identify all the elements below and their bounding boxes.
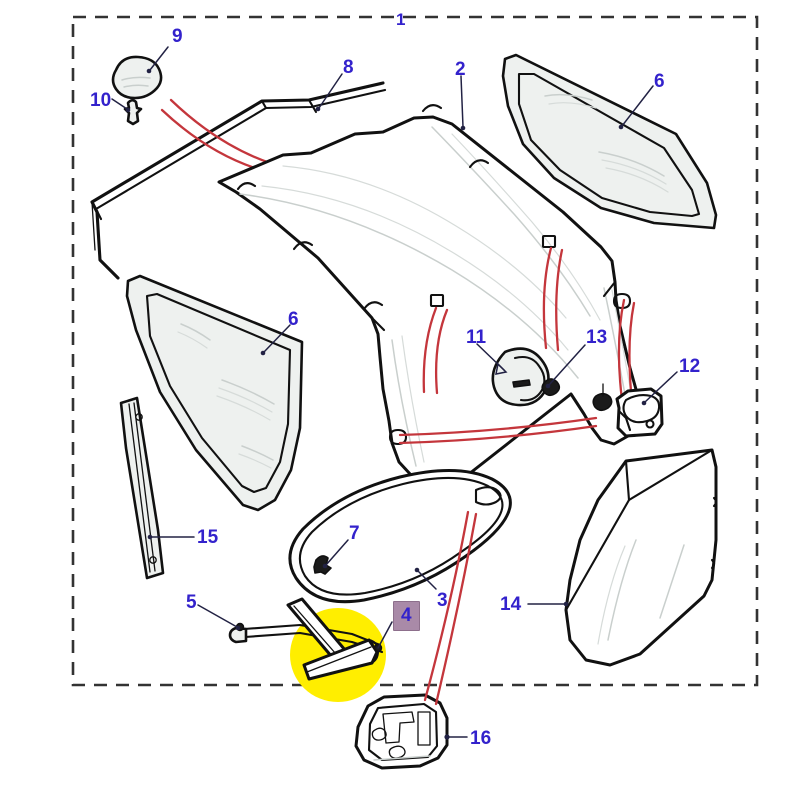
part-7-stud-fastener (313, 555, 332, 575)
part-10-push-in-clip (123, 98, 143, 126)
callout-label-1[interactable]: 1 (396, 10, 406, 29)
callout-label-6[interactable]: 6 (654, 71, 665, 92)
callout-label-6[interactable]: 6 (288, 309, 299, 330)
callout-label-12[interactable]: 12 (679, 356, 701, 377)
reference-lines-red-rear (398, 246, 636, 445)
part-9-end-cap-trim (111, 55, 163, 100)
callout-label-3[interactable]: 3 (437, 590, 448, 611)
callout-label-9[interactable]: 9 (172, 26, 183, 47)
part-16-latch-housing (354, 693, 449, 770)
part-4-latch-handle-tee-bar (286, 597, 383, 681)
callout-label-13[interactable]: 13 (586, 327, 608, 348)
callout-label-15[interactable]: 15 (197, 527, 219, 548)
part-8-hood-frame-rail (90, 81, 387, 280)
part-11-grommet-seal-ring (491, 347, 550, 407)
callout-leader-lines (111, 46, 678, 740)
callout-label-4[interactable]: 4 (393, 601, 420, 631)
part-14-side-panel-glass (564, 448, 718, 667)
reference-lines-red-bottom (423, 510, 478, 706)
part-15-pillar-seal-strip (119, 396, 165, 580)
callout-label-10[interactable]: 10 (90, 90, 112, 111)
callout-label-5[interactable]: 5 (186, 592, 197, 613)
part-6-quarter-window-right (501, 53, 718, 230)
callout-label-2[interactable]: 2 (455, 59, 466, 80)
part-6-quarter-window-left (125, 274, 304, 512)
callout-label-8[interactable]: 8 (343, 57, 354, 78)
part-3-rear-window-glass (288, 469, 512, 604)
callout-label-14[interactable]: 14 (500, 594, 522, 615)
callout-label-16[interactable]: 16 (470, 728, 492, 749)
part-12-retaining-bracket (615, 387, 664, 438)
callout-label-7[interactable]: 7 (349, 523, 360, 544)
callout-label-11[interactable]: 11 (466, 327, 487, 348)
enclosure-dashed-border (71, 15, 759, 687)
